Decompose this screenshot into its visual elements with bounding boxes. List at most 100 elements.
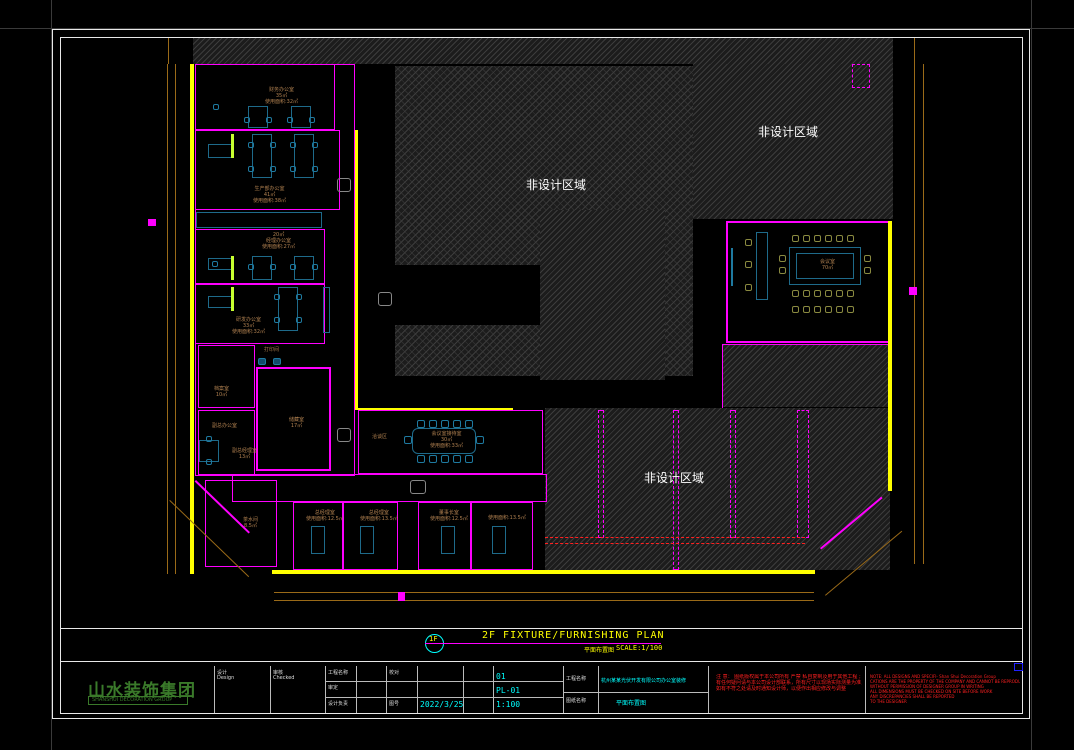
tb-divider: [356, 666, 357, 713]
dim-line-left-2: [175, 64, 176, 574]
office-bottom-1: [293, 502, 343, 570]
wall-mid-right: [722, 344, 890, 409]
room-label-chairman: 董事长室使用面积:12.5㎡: [430, 510, 468, 522]
chair: [270, 264, 276, 270]
plant-icon: [337, 428, 351, 442]
corridor-center: [395, 265, 540, 325]
desk-group-6: [294, 256, 314, 280]
tb-label-proof: 校对: [389, 670, 400, 676]
tb-project-label: 工程名称: [566, 676, 587, 682]
column-line-1: [598, 410, 604, 538]
window-left: [190, 64, 194, 574]
conference-table-inner: [796, 253, 854, 279]
desk-deputy: [199, 440, 219, 462]
chair: [296, 294, 302, 300]
tb-drawing-name: 平面布置图: [616, 700, 647, 707]
axis-marker-left: [148, 219, 156, 226]
storage-cabinets: [196, 212, 322, 228]
desk-group-2: [291, 106, 311, 128]
plant-icon: [378, 292, 392, 306]
room-label-deputy: 副总办公室: [212, 423, 238, 429]
room-label-ceo-2: 总经理室使用面积:13.5㎡: [360, 510, 398, 522]
tb-divider: [417, 666, 418, 713]
chair: [312, 166, 318, 172]
plant-icon: [410, 480, 426, 494]
viewport-guide-left: [51, 0, 52, 750]
office-bottom-4: [471, 502, 533, 570]
beam-red: [545, 537, 805, 544]
drawing-title-cn: 平面布置图: [584, 647, 615, 654]
room-label-ceo-1: 总经理室使用面积:12.5㎡: [306, 510, 344, 522]
tb-label-drawing-no: 图号: [389, 701, 400, 707]
column-line-4: [797, 410, 809, 538]
chair: [206, 436, 212, 442]
chair: [309, 117, 315, 123]
tb-row-divider: [325, 681, 563, 682]
room-production: [195, 130, 340, 210]
dim-line-bottom-1: [274, 592, 814, 593]
tb-divider: [493, 666, 494, 713]
tb-divider: [708, 666, 709, 713]
room-storage: [256, 367, 331, 471]
plant-icon: [337, 178, 351, 192]
tb-date: 2022/3/25: [420, 700, 464, 709]
title-underline: [425, 643, 661, 644]
chair: [213, 104, 219, 110]
tb-notes-en: NOTE: ALL DESIGNS AND SPECIFI- Shan Shui…: [870, 674, 1020, 704]
tb-sheet-no: 01: [496, 672, 506, 681]
office-bottom-2: [343, 502, 398, 570]
tb-scale: 1:100: [496, 700, 521, 709]
company-logo-sub: SHANSHUI DECORATION GROUP: [92, 697, 173, 703]
desk-group-5: [252, 256, 272, 280]
tb-divider: [270, 666, 271, 713]
room-archive: [198, 345, 255, 408]
chair: [270, 166, 276, 172]
printer: [273, 358, 281, 365]
title-block-top-line: [60, 661, 1023, 662]
conference-table: [789, 247, 861, 285]
wall-yellow-reception-top: [358, 408, 513, 411]
drawing-title: 2F FIXTURE/FURNISHING PLAN: [482, 630, 665, 641]
desk-group-7: [278, 287, 298, 331]
chair: [290, 264, 296, 270]
printer: [258, 358, 266, 365]
partition-green: [231, 287, 234, 311]
tb-label-project: 工程名称: [328, 670, 349, 676]
window-right: [888, 221, 892, 491]
chair: [274, 294, 280, 300]
room-label-print: 打印间: [264, 347, 280, 353]
partition-green: [231, 134, 234, 158]
column-top-right: [852, 64, 870, 88]
non-design-label-2: 非设计区域: [758, 125, 819, 139]
desk-group-4: [294, 134, 314, 178]
drawing-scale: SCALE:1/100: [616, 644, 663, 652]
tb-divider: [865, 666, 866, 713]
chair: [248, 142, 254, 148]
office-bottom-3: [418, 502, 471, 570]
dim-line-right-2: [923, 64, 924, 564]
non-design-label-1: 非设计区域: [526, 178, 587, 192]
dim-line-top-1: [168, 38, 169, 64]
desk-office-4: [492, 526, 506, 554]
chair: [248, 166, 254, 172]
tb-project-name: 杭州某某光伏开发有限公司办公室装修: [601, 678, 687, 684]
corridor-bottom-wall: [232, 474, 547, 502]
non-design-area-mid-right: [723, 345, 888, 407]
viewport-guide-right: [1031, 0, 1032, 750]
company-logo-sub-box: [88, 696, 188, 705]
chair: [312, 142, 318, 148]
room-deputy: [198, 410, 255, 475]
tb-divider: [325, 666, 326, 713]
chair: [244, 117, 250, 123]
room-manager: [195, 229, 325, 284]
filing-cabinet: [323, 287, 330, 333]
